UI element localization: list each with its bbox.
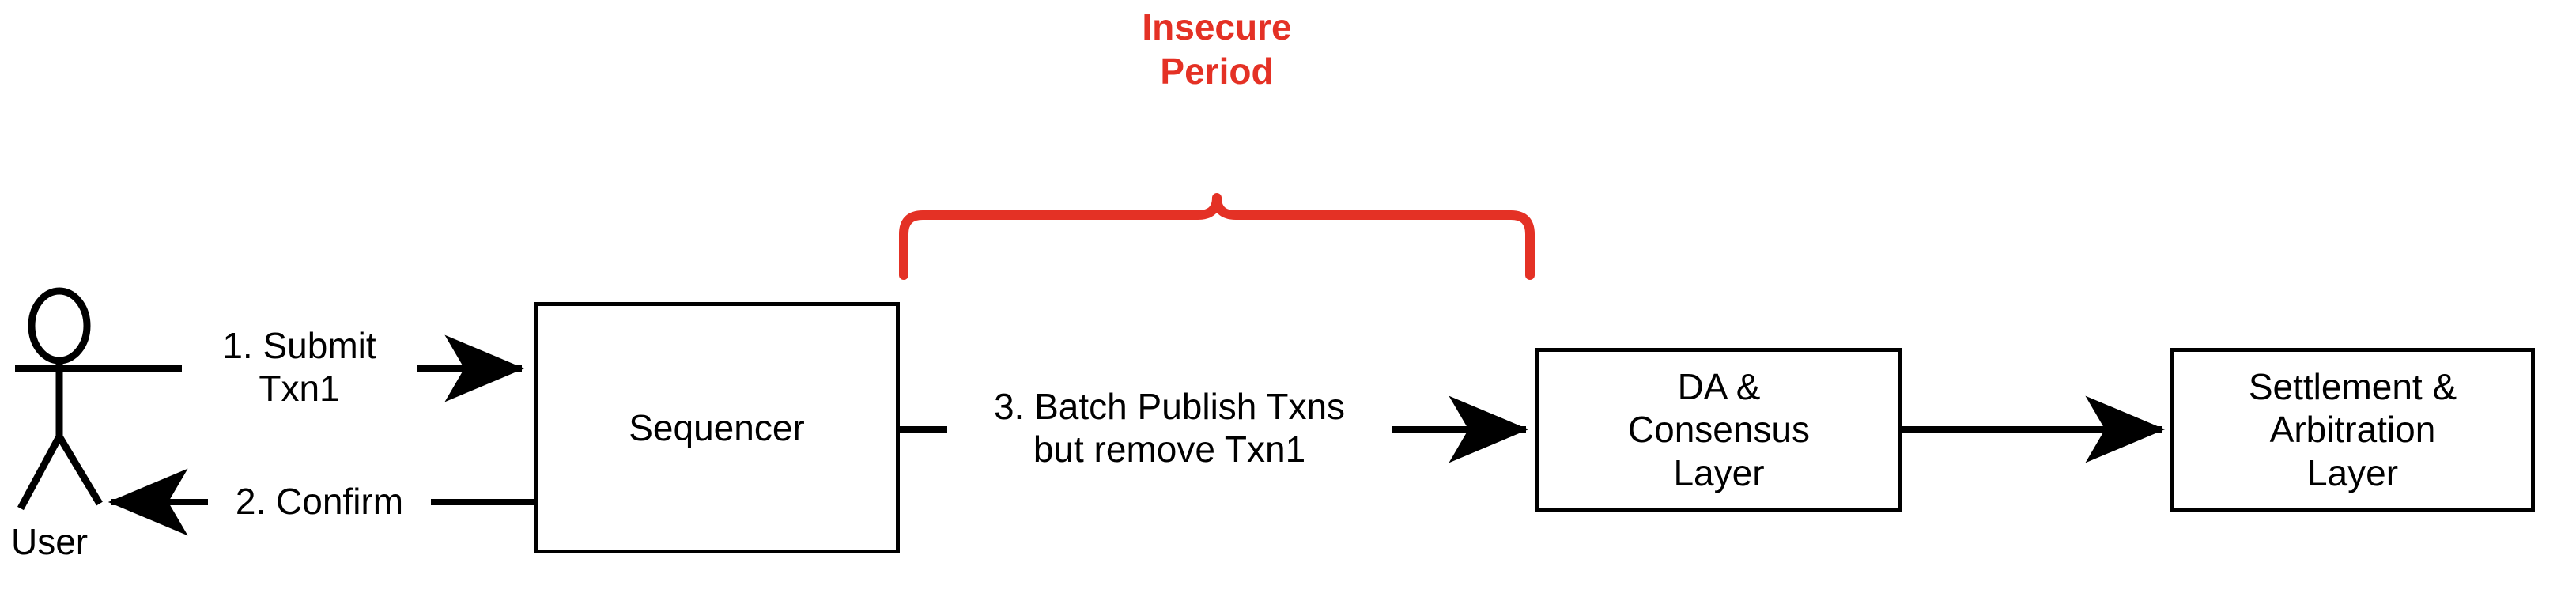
node-da-consensus-layer-label-line-3: Layer — [1673, 451, 1765, 493]
edge-label-submit-line-1: 1. Submit — [222, 325, 376, 366]
edge-label-batch-publish-line-2: but remove Txn1 — [1033, 429, 1306, 470]
node-da-consensus-layer-label-line-2: Consensus — [1627, 409, 1811, 451]
node-sequencer[interactable]: Sequencer — [534, 302, 900, 553]
edge-label-confirm-line-1: 2. Confirm — [235, 481, 404, 522]
insecure-period-line-1: Insecure — [1142, 6, 1292, 47]
node-settlement-arbitration-layer-label-line-1: Settlement & — [2248, 366, 2457, 408]
node-sequencer-label-line-1: Sequencer — [629, 406, 805, 448]
node-da-consensus-layer[interactable]: DA & Consensus Layer — [1535, 348, 1902, 512]
node-da-consensus-layer-label-line-1: DA & — [1677, 366, 1761, 408]
edge-label-submit: 1. Submit Txn1 — [182, 324, 417, 410]
stick-figure-icon — [15, 287, 187, 511]
insecure-period-brace — [899, 193, 1535, 280]
node-settlement-arbitration-layer[interactable]: Settlement & Arbitration Layer — [2170, 348, 2535, 512]
node-settlement-arbitration-layer-label-line-2: Arbitration — [2269, 409, 2436, 451]
insecure-period-line-2: Period — [1160, 51, 1274, 93]
node-settlement-arbitration-layer-label-line-3: Layer — [2306, 451, 2399, 493]
actor-label-user: User — [11, 521, 89, 562]
edge-label-batch-publish: 3. Batch Publish Txns but remove Txn1 — [947, 385, 1392, 471]
edge-label-submit-line-2: Txn1 — [259, 368, 340, 410]
edge-label-confirm: 2. Confirm — [208, 480, 431, 523]
insecure-period-label: Insecure Period — [1059, 5, 1375, 93]
edge-label-batch-publish-line-1: 3. Batch Publish Txns — [993, 386, 1346, 427]
